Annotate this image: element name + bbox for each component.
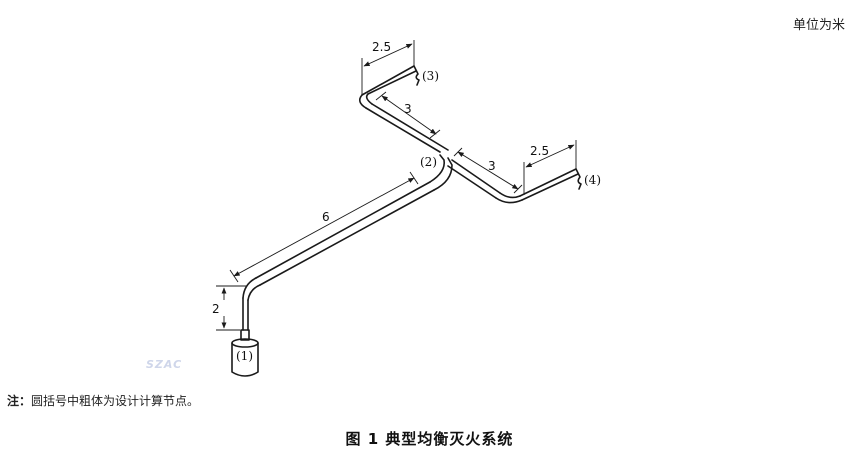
dim-main-pipe — [229, 171, 419, 283]
note: 注：圆括号中粗体为设计计算节点。 — [7, 392, 199, 409]
dim-riser — [216, 285, 246, 331]
dim-label-riser: 2 — [212, 302, 220, 316]
right-branch-pipe — [447, 159, 582, 204]
watermark-logo: SZAC — [146, 358, 183, 371]
unit-label: 单位为米 — [792, 18, 845, 33]
dim-label-right-branch-middle: 3 — [488, 159, 496, 173]
note-text: 圆括号中粗体为设计计算节点。 — [31, 394, 200, 408]
node-label-4: (4) — [584, 173, 601, 187]
main-pipe — [255, 181, 435, 286]
node-label-2: (2) — [420, 155, 437, 169]
node-label-3: (3) — [422, 69, 439, 83]
tee-node-2 — [429, 154, 453, 191]
figure-caption: 图 1 典型均衡灭火系统 — [345, 430, 514, 448]
cylinder-1 — [231, 329, 259, 377]
dim-right-branch-end — [523, 140, 577, 195]
dim-label-right-branch-end: 2.5 — [530, 144, 549, 158]
dim-label-main-pipe: 6 — [322, 210, 330, 224]
dim-top-branch-middle — [375, 91, 441, 139]
node-label-1: (1) — [236, 349, 253, 363]
dim-top-branch-end — [361, 40, 415, 95]
dim-label-top-branch-end: 2.5 — [372, 40, 391, 54]
dim-label-top-branch-middle: 3 — [404, 102, 412, 116]
dim-right-branch-middle — [453, 147, 523, 194]
note-prefix: 注： — [7, 394, 32, 408]
riser-pipe — [242, 277, 261, 331]
